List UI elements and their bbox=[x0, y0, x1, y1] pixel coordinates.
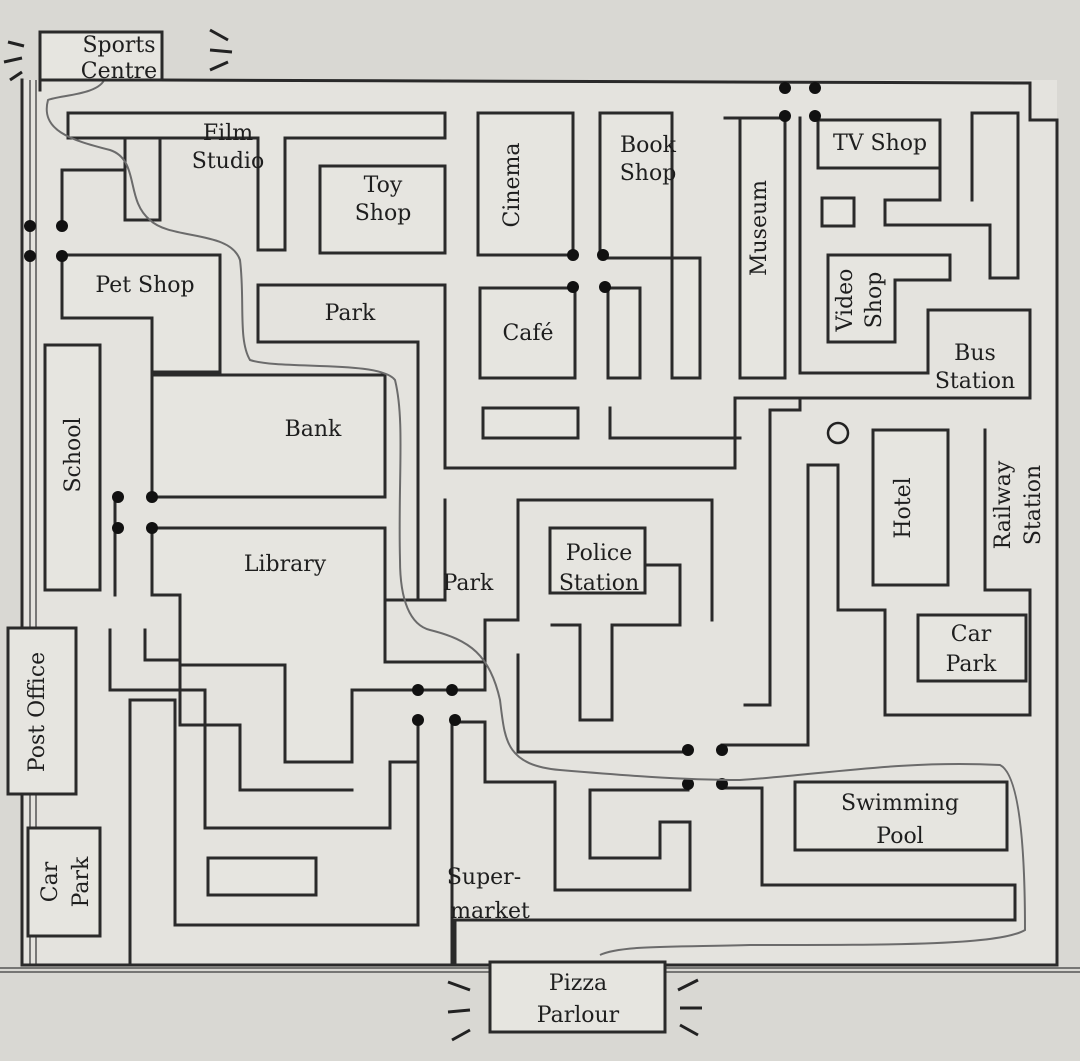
gate-dot bbox=[682, 744, 694, 756]
gate-dot bbox=[412, 714, 424, 726]
toy-shop-label-2: Shop bbox=[355, 201, 412, 226]
school-label: School bbox=[61, 417, 86, 492]
swimming-pool-label-2: Pool bbox=[876, 824, 923, 849]
pizza-parlour-label-2: Parlour bbox=[537, 1003, 620, 1028]
gate-dot bbox=[56, 250, 68, 262]
car-park-left-label-1: Car bbox=[38, 861, 63, 902]
book-shop-label-2: Shop bbox=[620, 161, 677, 186]
gate-dot bbox=[779, 82, 791, 94]
video-shop-label-2: Shop bbox=[862, 272, 887, 329]
police-station-label-1: Police bbox=[566, 541, 633, 566]
pizza-parlour-label-1: Pizza bbox=[549, 971, 607, 996]
film-studio-label-1: Film bbox=[203, 121, 253, 146]
railway-station-label-2: Station bbox=[1021, 465, 1046, 545]
gate-dot bbox=[716, 744, 728, 756]
sports-centre-label-1: Sports bbox=[82, 33, 155, 58]
outer-walls bbox=[20, 78, 1059, 967]
car-park-left-label-2: Park bbox=[69, 856, 94, 907]
hotel-label: Hotel bbox=[891, 477, 916, 538]
park-middle-label: Park bbox=[443, 571, 494, 596]
film-studio-label-2: Studio bbox=[192, 149, 264, 174]
gate-dots bbox=[24, 82, 850, 790]
gate-dot bbox=[412, 684, 424, 696]
bus-station-label-1: Bus bbox=[954, 341, 996, 366]
decor-rays bbox=[3, 28, 702, 1042]
gate-dot bbox=[56, 220, 68, 232]
supermarket-label-1: Super- bbox=[447, 865, 521, 890]
park-top-label: Park bbox=[325, 301, 376, 326]
police-station-label-2: Station bbox=[559, 571, 639, 596]
bus-station-label-2: Station bbox=[935, 369, 1015, 394]
gate-dot bbox=[809, 110, 821, 122]
gate-dot bbox=[567, 281, 579, 293]
car-park-right-label-1: Car bbox=[951, 622, 992, 647]
gate-dot bbox=[446, 684, 458, 696]
museum-label: Museum bbox=[747, 180, 772, 276]
place-labels: Sports Centre Film Studio Toy Shop Cinem… bbox=[25, 33, 1046, 1028]
maze-walls bbox=[6, 111, 1032, 967]
gate-dot bbox=[567, 249, 579, 261]
gate-dot bbox=[682, 778, 694, 790]
open-circle-marker bbox=[826, 421, 850, 445]
pet-shop-label: Pet Shop bbox=[95, 273, 194, 298]
sports-centre-label-2: Centre bbox=[81, 59, 157, 84]
gate-dot bbox=[597, 249, 609, 261]
gate-dot bbox=[112, 491, 124, 503]
gate-dot bbox=[146, 491, 158, 503]
gate-dot bbox=[809, 82, 821, 94]
pizza-parlour-building bbox=[488, 960, 667, 1034]
sports-centre-building bbox=[38, 30, 164, 82]
gate-dot bbox=[112, 522, 124, 534]
car-park-right-label-2: Park bbox=[946, 652, 997, 677]
tv-shop-label: TV Shop bbox=[833, 131, 927, 156]
bank-label: Bank bbox=[285, 417, 342, 442]
gate-dot bbox=[146, 522, 158, 534]
supermarket-label-2: market bbox=[450, 899, 530, 924]
video-shop-label-1: Video bbox=[833, 269, 858, 333]
gate-dot bbox=[716, 778, 728, 790]
gate-dot bbox=[449, 714, 461, 726]
railway-station-label-1: Railway bbox=[991, 460, 1016, 549]
gate-dot bbox=[24, 220, 36, 232]
cinema-label: Cinema bbox=[500, 142, 525, 227]
pencil-route bbox=[45, 77, 1027, 956]
library-label: Library bbox=[244, 552, 327, 577]
toy-shop-label-1: Toy bbox=[364, 173, 403, 198]
gate-dot bbox=[24, 250, 36, 262]
post-office-label: Post Office bbox=[25, 652, 50, 772]
gate-dot bbox=[599, 281, 611, 293]
swimming-pool-label-1: Swimming bbox=[841, 791, 959, 816]
gate-dot bbox=[779, 110, 791, 122]
book-shop-label-1: Book bbox=[620, 133, 677, 158]
cafe-label: Café bbox=[502, 321, 553, 346]
